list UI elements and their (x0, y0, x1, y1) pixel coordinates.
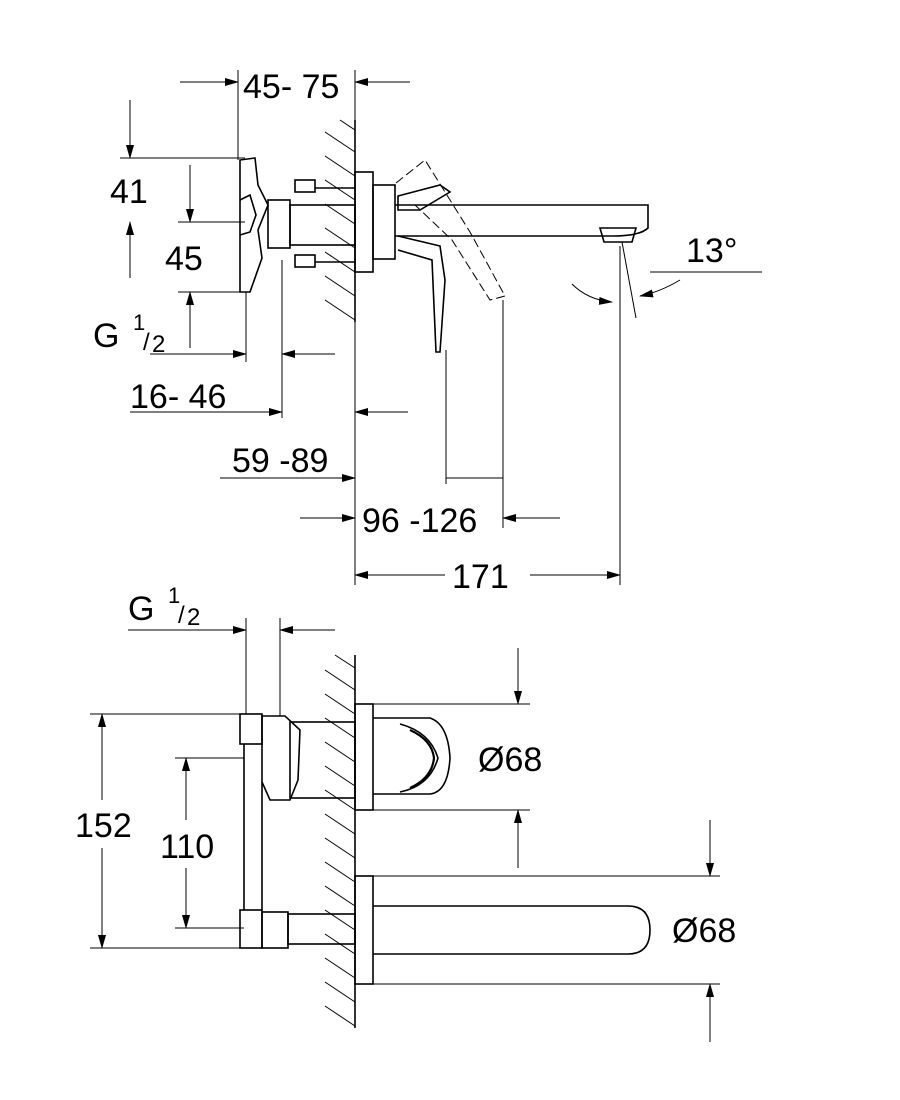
thread-g-label: G (93, 317, 119, 355)
dim-152-label: 152 (75, 807, 132, 845)
dim-59-89-label: 59 -89 (232, 442, 328, 480)
wall-section-bottom (324, 654, 356, 1028)
thread-denominator: 2 (152, 331, 165, 358)
concealed-valve-top (239, 157, 356, 293)
dim-110-label: 110 (160, 828, 214, 866)
dim-96-126-label: 96 -126 (362, 502, 477, 540)
dim-45-label: 45 (165, 240, 203, 278)
dimension-lines-bottom (90, 618, 720, 1042)
lever-diameter-label: Ø68 (478, 741, 542, 779)
concealed-valve-bottom (239, 713, 356, 949)
dim-16-46-label: 16- 46 (130, 378, 226, 416)
dimension-lines-top (120, 70, 762, 585)
thread-g-label-bottom: G (128, 590, 154, 628)
thread-numerator: 1 (133, 310, 145, 335)
thread-fraction-slash-bottom: / (178, 602, 185, 629)
spout-assembly-top (354, 159, 649, 353)
dimension-labels-bottom: G 1 / 2 152 110 Ø68 Ø68 (75, 583, 736, 950)
top-side-view: 45- 75 41 45 G 1 / 2 16- 46 59 -89 96 -1… (93, 68, 762, 596)
wall-section-top (324, 119, 356, 322)
dim-171-label: 171 (452, 558, 509, 596)
thread-numerator-bottom: 1 (168, 583, 180, 608)
dim-45-75-label: 45- 75 (243, 68, 339, 106)
bottom-side-view: G 1 / 2 152 110 Ø68 Ø68 (75, 583, 736, 1042)
dim-41-label: 41 (110, 173, 148, 211)
spout-diameter-label: Ø68 (672, 912, 736, 950)
dimension-labels-top: 45- 75 41 45 G 1 / 2 16- 46 59 -89 96 -1… (93, 68, 737, 596)
lever-handle-bottom (354, 703, 451, 811)
thread-denominator-bottom: 2 (187, 604, 200, 631)
spout-bottom (354, 875, 651, 985)
angle-13-label: 13° (686, 232, 737, 270)
thread-fraction-slash: / (143, 329, 150, 356)
